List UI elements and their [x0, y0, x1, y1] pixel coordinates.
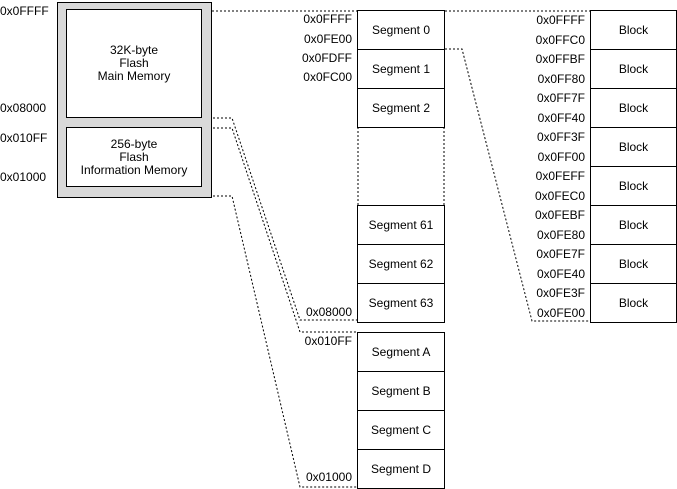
segment-c: Segment C	[357, 410, 445, 450]
block-addr-10: 0x0FEBF	[534, 208, 585, 222]
block-1: Block	[590, 49, 677, 89]
block-addr-2: 0x0FFBF	[535, 52, 585, 66]
info-memory-name: Information Memory	[80, 162, 188, 177]
segment-0: Segment 0	[357, 10, 445, 50]
block-addr-15: 0x0FE00	[536, 306, 585, 320]
segment-61: Segment 61	[357, 205, 445, 245]
seg-addr-5: 0x010FF	[304, 334, 352, 348]
map-line-info-top	[205, 127, 357, 333]
block-addr-14: 0x0FE3F	[536, 286, 585, 300]
block-addr-4: 0x0FF7F	[536, 91, 585, 105]
block-addr-1: 0x0FFC0	[535, 33, 585, 47]
block-4: Block	[590, 166, 677, 206]
info-memory-size: 256-byte	[110, 136, 158, 151]
info-memory-box: 256-byte Flash Information Memory	[66, 127, 202, 187]
block-addr-3: 0x0FF80	[537, 72, 585, 86]
segment-62: Segment 62	[357, 244, 445, 284]
block-addr-11: 0x0FE80	[536, 228, 585, 242]
block-5: Block	[590, 205, 677, 245]
block-addr-12: 0x0FE7F	[536, 247, 585, 261]
block-addr-7: 0x0FF00	[537, 150, 585, 164]
segment-1: Segment 1	[357, 49, 445, 89]
block-addr-0: 0x0FFFF	[536, 13, 585, 27]
block-addr-6: 0x0FF3F	[536, 130, 585, 144]
main-memory-name: Main Memory	[97, 69, 171, 83]
segment-2: Segment 2	[357, 88, 445, 128]
main-memory-type: Flash	[119, 56, 149, 70]
block-3: Block	[590, 127, 677, 167]
block-addr-8: 0x0FEFF	[535, 169, 585, 183]
addr-mem-main-bottom: 0x08000	[0, 101, 47, 115]
segment-a: Segment A	[357, 332, 445, 372]
block-0: Block	[590, 10, 677, 50]
block-7: Block	[590, 283, 677, 323]
addr-mem-info-top: 0x010FF	[0, 131, 48, 145]
info-memory-type: Flash	[119, 149, 149, 164]
seg-addr-3: 0x0FC00	[303, 70, 352, 84]
block-6: Block	[590, 244, 677, 284]
block-addr-13: 0x0FE40	[536, 267, 585, 281]
main-memory-size: 32K-byte	[109, 43, 159, 57]
block-2: Block	[590, 88, 677, 128]
seg-addr-2: 0x0FDFF	[301, 51, 352, 65]
block-addr-9: 0x0FEC0	[534, 189, 585, 203]
addr-mem-top: 0x0FFFF	[0, 4, 49, 18]
segment-d: Segment D	[357, 449, 445, 489]
block-addr-5: 0x0FF40	[537, 111, 585, 125]
seg-addr-1: 0x0FE00	[303, 32, 352, 46]
map-line-main-bottom	[205, 117, 357, 321]
main-memory-box: 32K-byte Flash Main Memory	[66, 9, 202, 118]
seg-addr-4: 0x08000	[305, 305, 352, 319]
seg-addr-6: 0x01000	[305, 470, 352, 484]
map-line-info-bottom	[205, 195, 357, 488]
map-line-seg0-bottom	[445, 48, 590, 322]
flash-memory-block: 32K-byte Flash Main Memory 256-byte Flas…	[57, 2, 212, 198]
seg-addr-0: 0x0FFFF	[303, 12, 352, 26]
segment-b: Segment B	[357, 371, 445, 411]
segment-63: Segment 63	[357, 283, 445, 323]
addr-mem-info-bottom: 0x01000	[0, 170, 47, 184]
